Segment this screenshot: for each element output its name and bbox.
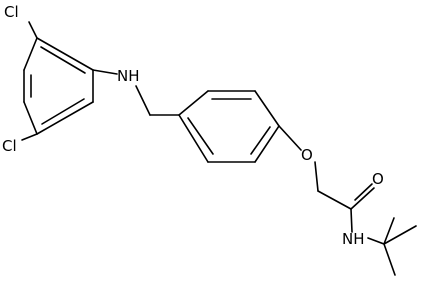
bond-nh-ch2 xyxy=(135,85,151,116)
bond-c-cl-top xyxy=(28,21,38,39)
bond-tbu-methyl-3 xyxy=(383,243,396,276)
atom-label-o-carbonyl: O xyxy=(372,170,384,188)
bond xyxy=(254,90,280,127)
bond-carbonyl-c-o xyxy=(350,187,375,210)
bond-n-tbu xyxy=(367,237,385,245)
atom-label-cl-top: Cl xyxy=(4,3,19,21)
bond-aryl-nh xyxy=(92,69,118,75)
bond-carbonyl-n xyxy=(350,208,353,233)
bond-o-ch2 xyxy=(314,161,319,192)
bond xyxy=(254,125,280,163)
bond xyxy=(23,101,38,135)
bond xyxy=(36,37,94,71)
bond-tbu-methyl-2 xyxy=(383,225,417,245)
atom-label-cl-bottom: Cl xyxy=(2,137,17,155)
bond xyxy=(178,114,209,163)
dichlorophenyl-ring xyxy=(23,37,94,135)
bond-carbonyl-c-o-inner xyxy=(354,183,373,201)
bond xyxy=(36,101,94,135)
atom-label-nh-amide: NH xyxy=(342,230,365,248)
atom-label-nh-amine: NH xyxy=(117,67,140,85)
bond-ring-o xyxy=(278,125,302,151)
double-bond-inner xyxy=(250,126,271,155)
double-bond-inner xyxy=(187,117,214,155)
bond xyxy=(178,90,209,116)
double-bond-inner xyxy=(41,98,85,125)
benzene-ring xyxy=(178,90,280,163)
bond-c-cl-bottom xyxy=(21,133,38,141)
atom-label-o-ether: O xyxy=(301,146,313,164)
bond-ch2-carbonyl xyxy=(317,190,352,210)
bond xyxy=(23,37,38,71)
bond-tbu-methyl-1 xyxy=(383,217,395,245)
double-bond-inner xyxy=(40,46,86,74)
